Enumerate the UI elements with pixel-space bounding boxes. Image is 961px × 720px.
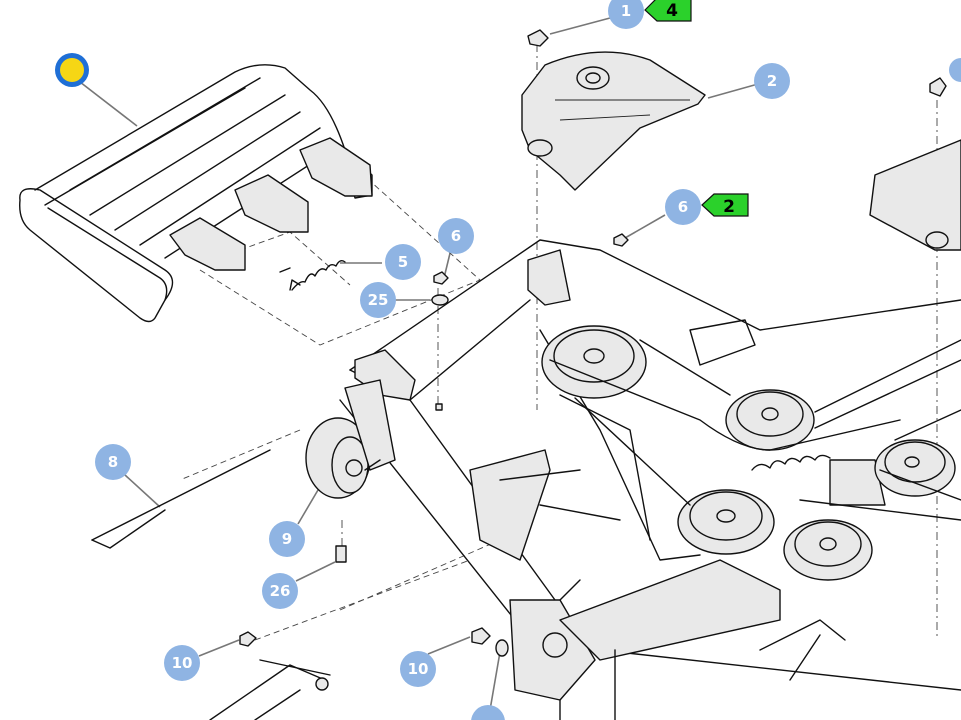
callout-10-right[interactable]: 10 [400,651,436,687]
callout-9[interactable]: 9 [269,521,305,557]
callout-25[interactable]: 25 [360,282,396,318]
callout-6-right-label: 6 [678,198,688,216]
callout-8-label: 8 [108,453,118,471]
callout-6-upper-label: 6 [451,227,461,245]
callout-partial-bottom[interactable] [471,705,505,720]
callout-10-right-label: 10 [408,660,429,678]
spring-part [279,259,346,291]
callout-1[interactable]: 1 [608,0,644,29]
flag-2[interactable]: 2 [701,193,749,217]
callout-2-label: 2 [767,72,777,90]
callout-10-left-label: 10 [172,654,193,672]
callout-2[interactable]: 2 [754,63,790,99]
belt-cover-right [869,139,961,251]
callout-25-label: 25 [368,291,389,309]
callout-partial-right[interactable] [949,58,961,82]
idler-spring [751,454,831,471]
callout-1-label: 1 [621,2,631,20]
deflector-shield [19,64,373,323]
hardware [239,29,947,657]
pulleys [541,325,956,581]
rod-part [91,449,271,549]
selected-item-marker[interactable] [55,53,89,87]
belt-cover [521,51,706,191]
lower-arm [209,659,331,720]
flag-2-label: 2 [723,197,735,217]
callout-5[interactable]: 5 [385,244,421,280]
flag-4[interactable]: 4 [644,0,692,22]
drive-belts [549,339,961,506]
callout-5-label: 5 [398,253,408,271]
flag-4-label: 4 [666,1,678,21]
deck-frame [339,239,961,720]
callout-6-upper[interactable]: 6 [438,218,474,254]
callout-6-right[interactable]: 6 [665,189,701,225]
caster-wheel [305,379,396,499]
callout-10-left[interactable]: 10 [164,645,200,681]
callout-8[interactable]: 8 [95,444,131,480]
callout-26-label: 26 [270,582,291,600]
callout-9-label: 9 [282,530,292,548]
leader-lines [79,17,759,711]
callout-26[interactable]: 26 [262,573,298,609]
